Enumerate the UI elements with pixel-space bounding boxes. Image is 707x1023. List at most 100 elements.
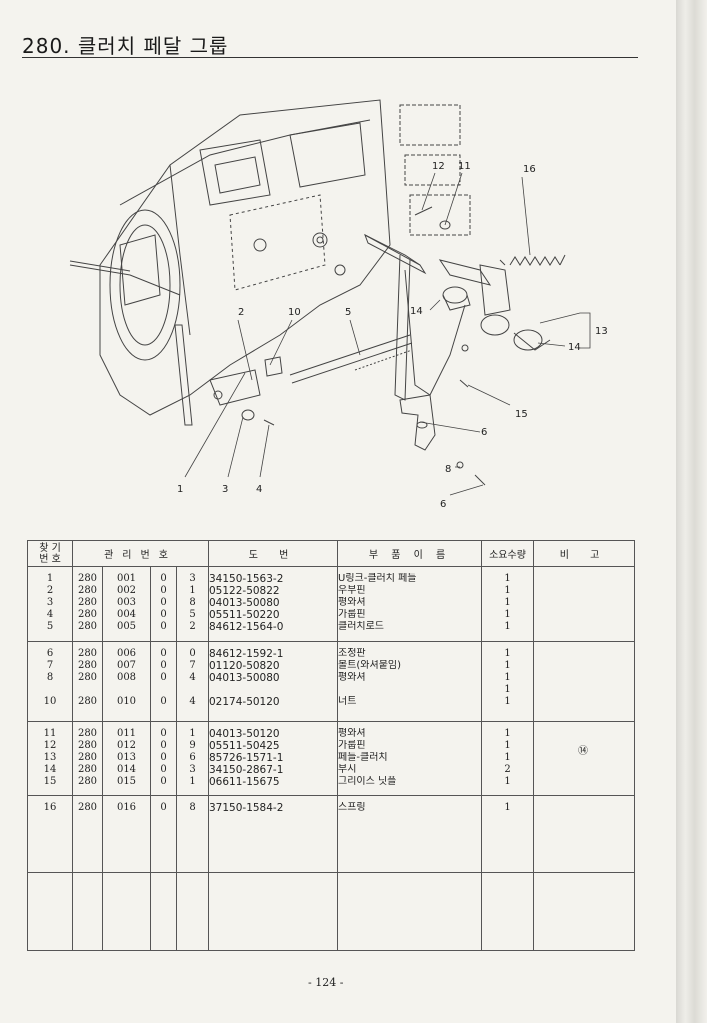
label-14b: 14 xyxy=(568,342,581,353)
cell-value: 8 xyxy=(189,597,196,608)
label-15: 15 xyxy=(515,409,528,420)
label-11: 11 xyxy=(458,161,471,172)
cell-value xyxy=(151,684,176,696)
cell-value: 10 xyxy=(43,696,57,707)
cell-value: 0 xyxy=(160,740,167,751)
cell-value: 0 xyxy=(160,621,167,632)
spring xyxy=(509,256,561,266)
cell-value: 1 xyxy=(504,609,511,620)
cell-value: 7 xyxy=(189,660,196,671)
cell-value: 0 xyxy=(160,672,167,683)
cell-value: 84612-1564-0 xyxy=(209,621,284,633)
cell-value: 1 xyxy=(504,684,511,695)
cell-value: 280 xyxy=(77,776,98,787)
cell-value: 04013-50080 xyxy=(209,597,280,609)
cell-value: 1 xyxy=(504,660,511,671)
cell-value: 007 xyxy=(116,660,137,671)
cell-value: 우부핀 xyxy=(338,585,366,596)
cell-value: 8 xyxy=(46,672,54,683)
cell-value: 0 xyxy=(160,802,167,813)
cell-empty xyxy=(102,872,151,951)
page-edge xyxy=(676,0,707,1023)
cell-b: 016 xyxy=(102,795,151,873)
cell-value: 2 xyxy=(189,621,196,632)
cell-drawing: 37150-1584-2 xyxy=(208,795,338,873)
pedal-arm xyxy=(364,234,421,401)
cell-value: 평와셔 xyxy=(338,728,366,739)
cell-value: 13 xyxy=(43,752,57,763)
cell-value: 3 xyxy=(189,764,196,775)
cell-value: 14 xyxy=(43,764,57,775)
cell-value: 6 xyxy=(189,752,196,763)
cell-value: 1 xyxy=(504,585,511,596)
cell-value: 1 xyxy=(189,776,196,787)
cell-value: 7 xyxy=(46,660,54,671)
cell-value: 0 xyxy=(160,752,167,763)
cell-value: 1 xyxy=(189,728,196,739)
cell-value: 0 xyxy=(160,585,167,596)
cell-value: 85726-1571-1 xyxy=(209,752,284,764)
cell-value xyxy=(103,684,150,696)
cell-value: 016 xyxy=(116,802,137,813)
cell-value: 280 xyxy=(77,621,98,632)
page-number: - 124 - xyxy=(308,976,344,989)
cell-value: 280 xyxy=(77,609,98,620)
cell-value: 11 xyxy=(43,728,57,739)
cell-value: 평와셔 xyxy=(338,597,366,608)
cell-value: 부시 xyxy=(338,764,357,775)
page-title: 280. 클러치 페달 그룹 xyxy=(22,34,229,58)
cell-value: 1 xyxy=(504,672,511,683)
cell-value: 04013-50080 xyxy=(209,672,280,684)
cell-value: 3 xyxy=(189,573,196,584)
label-12: 12 xyxy=(432,161,445,172)
table-header: 찾 기 번 호 관리번호 도 번 부 품 이 름 소요수량 비 고 xyxy=(27,540,635,567)
label-5: 5 xyxy=(345,307,351,318)
label-2: 2 xyxy=(238,307,244,318)
cell-value: 280 xyxy=(77,672,98,683)
cell-value: 008 xyxy=(116,672,137,683)
cell-value: 04013-50120 xyxy=(209,728,280,740)
cell-value: 0 xyxy=(160,728,167,739)
cell-value: 4 xyxy=(189,696,196,707)
cell-value: 4 xyxy=(189,672,196,683)
cell-value: 2 xyxy=(46,585,54,596)
cell-value: 1 xyxy=(46,573,54,584)
cell-value: 0 xyxy=(160,597,167,608)
cell-value: 06611-15675 xyxy=(209,776,280,788)
label-14a: 14 xyxy=(410,306,423,317)
cell-value: 9 xyxy=(189,740,196,751)
cell-empty xyxy=(72,872,103,951)
label-10: 10 xyxy=(288,307,301,318)
cell-empty xyxy=(27,872,73,951)
cell-value: 0 xyxy=(160,573,167,584)
cell-value: 평와셔 xyxy=(338,672,366,683)
label-3: 3 xyxy=(222,484,228,495)
header-remarks: 비 고 xyxy=(533,540,635,567)
cell-a: 280 xyxy=(72,795,103,873)
cell-value: 280 xyxy=(77,597,98,608)
cell-value: 280 xyxy=(77,752,98,763)
cell-remarks xyxy=(533,566,635,642)
cell-value: 280 xyxy=(77,660,98,671)
cell-value: 280 xyxy=(77,764,98,775)
cell-value: 05511-50220 xyxy=(209,609,280,621)
cell-value: 34150-2867-1 xyxy=(209,764,284,776)
remark-note: ⑭ xyxy=(578,746,588,757)
cell-value: 그리이스 닛플 xyxy=(338,776,397,787)
cell-value: 1 xyxy=(504,776,511,787)
cell-value: 16 xyxy=(43,802,57,813)
cell-value: 012 xyxy=(116,740,137,751)
cell-value: 013 xyxy=(116,752,137,763)
cell-value: 02174-50120 xyxy=(209,696,280,708)
